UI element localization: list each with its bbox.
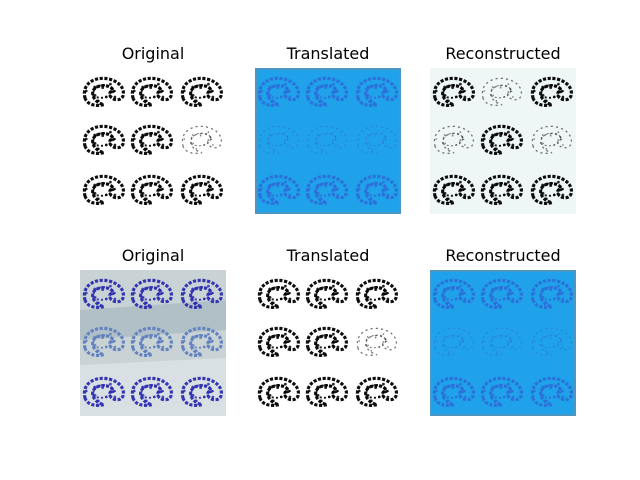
paisley-motif [305,278,348,309]
paisley-motif [356,125,398,155]
paisley-motif [530,76,573,107]
paisley-motif [531,327,573,357]
paisley-motif [130,174,173,205]
paisley-motif [258,125,300,155]
image-panel-r0-c2 [430,68,576,214]
panel-title-r1-c0: Original [121,246,185,265]
paisley-motif [480,174,523,205]
paisley-motif [180,76,223,107]
paisley-motif [305,174,348,205]
paisley-motif [432,174,475,205]
image-panel-r1-c1 [255,270,401,416]
paisley-motif [531,125,573,155]
paisley-motif [432,278,475,309]
paisley-motif [257,174,300,205]
image-panel-r1-c2 [430,270,576,416]
paisley-motif [530,174,573,205]
image-panel-r0-c0 [80,68,226,214]
paisley-motif [305,376,348,407]
paisley-motif [82,376,125,407]
paisley-motif [356,327,398,357]
paisley-motif [257,278,300,309]
paisley-motif [257,76,300,107]
panel-image [255,270,401,416]
paisley-motif [130,124,173,155]
panel-image [80,270,226,416]
paisley-motif [181,125,223,155]
paisley-motif [305,326,348,357]
panel-edge [255,68,401,214]
panel-title-r1-c1: Translated [286,246,370,265]
paisley-motif [82,174,125,205]
paisley-motif [180,326,223,357]
panel-title-r0-c1: Translated [286,44,370,63]
paisley-motif [355,76,398,107]
paisley-motif [480,124,523,155]
paisley-motif [432,376,475,407]
paisley-motif [480,376,523,407]
paisley-motif [355,278,398,309]
image-panel-r1-c0 [80,270,226,416]
panel-image [255,68,401,214]
paisley-motif [130,376,173,407]
paisley-motif [432,76,475,107]
paisley-motif [180,174,223,205]
paisley-motif [355,376,398,407]
paisley-motif [355,174,398,205]
paisley-motif [433,327,475,357]
panel-title-r0-c2: Reconstructed [445,44,561,63]
paisley-motif [82,278,125,309]
panel-background [255,270,401,416]
paisley-motif [433,125,475,155]
panel-edge [430,270,576,416]
panel-image [430,270,576,416]
panel-image [430,68,576,214]
panel-image [80,68,226,214]
paisley-motif [480,278,523,309]
paisley-motif [130,326,173,357]
fabric-light [80,358,226,416]
paisley-motif [257,376,300,407]
paisley-motif [530,278,573,309]
panel-background [430,68,576,214]
panel-title-r0-c0: Original [121,44,185,63]
paisley-motif [82,326,125,357]
paisley-motif [82,76,125,107]
paisley-motif [180,376,223,407]
image-panel-r0-c1 [255,68,401,214]
panel-title-r1-c2: Reconstructed [445,246,561,265]
paisley-motif [130,278,173,309]
paisley-motif [481,327,523,357]
paisley-motif [481,77,523,107]
paisley-motif [130,76,173,107]
panel-background [80,68,226,214]
paisley-motif [82,124,125,155]
paisley-motif [305,76,348,107]
paisley-motif [306,125,348,155]
paisley-motif [530,376,573,407]
paisley-motif [180,278,223,309]
panel-background [430,270,576,416]
panel-background [255,68,401,214]
paisley-motif [257,326,300,357]
